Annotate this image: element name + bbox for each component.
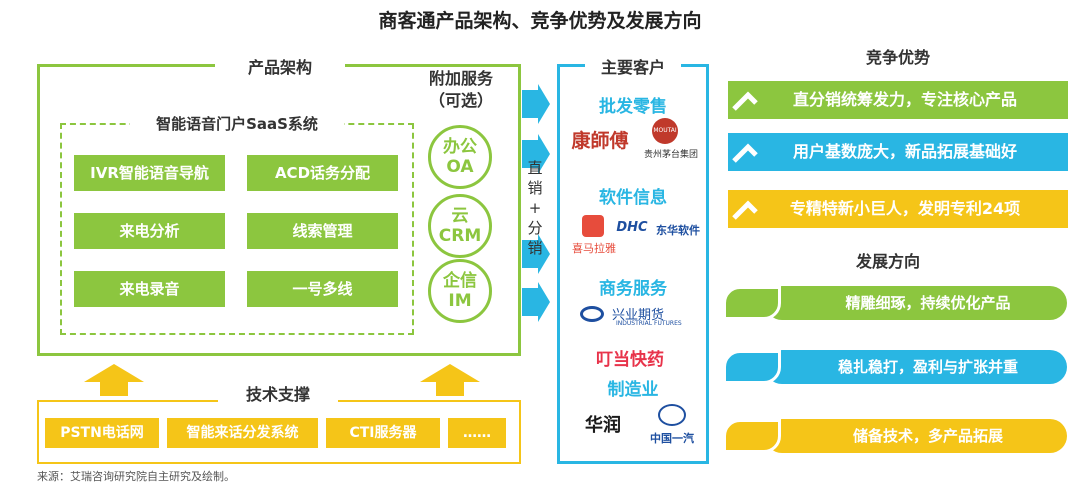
up-arrow-icon <box>84 364 144 396</box>
ximalaya-icon <box>582 215 604 237</box>
customer-category-manufacturing: 制造业 <box>607 380 659 400</box>
tech-more: …… <box>448 418 506 448</box>
customer-category-software: 软件信息 <box>599 188 667 208</box>
leaf-icon <box>723 350 781 384</box>
channel-char: + <box>528 199 542 217</box>
page-title: 商客通产品架构、竞争优势及发展方向 <box>378 10 702 32</box>
addon-oa-line1: 办公 <box>443 137 477 157</box>
logo-moutai-icon: MOUTAI <box>652 118 678 144</box>
logo-dingdang: 叮当快药 <box>596 350 664 370</box>
logo-xingye: 兴业期货 <box>612 308 665 323</box>
logo-xingye-en: INDUSTRIAL FUTURES <box>616 320 682 327</box>
addon-oa: 办公 OA <box>428 125 492 189</box>
advantage-item: 用户基数庞大，新品拓展基础好 <box>728 133 1068 171</box>
channel-char: 直 <box>527 159 543 177</box>
customer-category-business: 商务服务 <box>599 279 667 299</box>
addon-oa-line2: OA <box>446 157 474 177</box>
logo-ximalaya: 喜马拉雅 <box>572 242 616 255</box>
customers-frame <box>557 64 709 464</box>
tech-label: 技术支撑 <box>218 381 338 405</box>
up-arrow-icon <box>420 364 480 396</box>
leaf-icon <box>723 286 781 320</box>
addon-crm-line2: CRM <box>438 226 482 246</box>
addon-im-line2: IM <box>448 291 472 311</box>
module-acd: ACD话务分配 <box>247 155 398 191</box>
source-note: 来源：艾瑞咨询研究院自主研究及绘制。 <box>37 470 235 483</box>
check-arrow-icon <box>732 91 758 111</box>
addon-crm-line1: 云 <box>451 206 469 226</box>
module-one-number-multi-line: 一号多线 <box>247 271 398 307</box>
advantages-label: 竞争优势 <box>828 44 968 68</box>
leaf-icon <box>723 419 781 453</box>
development-item: 稳扎稳打，盈利与扩张并重 <box>765 350 1067 384</box>
logo-moutai: 贵州茅台集团 <box>643 150 698 160</box>
right-arrow-icon <box>522 134 550 174</box>
addon-label-line1: 附加服务 <box>428 69 493 88</box>
addon-label: 附加服务 （可选） <box>414 68 508 112</box>
faw-icon <box>658 404 686 426</box>
addon-im: 企信 IM <box>428 259 492 323</box>
logo-dhc: DHC <box>616 220 648 235</box>
advantage-item: 直分销统筹发力，专注核心产品 <box>728 81 1068 119</box>
xingye-icon <box>580 306 604 322</box>
right-arrow-icon <box>522 234 550 274</box>
right-arrow-icon <box>522 282 550 322</box>
logo-huarun: 华润 <box>585 415 621 436</box>
channel-char: 销 <box>527 179 543 197</box>
development-label: 发展方向 <box>818 248 958 272</box>
development-item: 储备技术，多产品拓展 <box>765 419 1067 453</box>
logo-donghua: 东华软件 <box>656 224 700 237</box>
advantage-item: 专精特新小巨人，发明专利24项 <box>728 190 1068 228</box>
check-arrow-icon <box>732 143 758 163</box>
tech-pstn: PSTN电话网 <box>45 418 159 448</box>
module-ivr: IVR智能语音导航 <box>74 155 225 191</box>
addon-im-line1: 企信 <box>443 271 477 291</box>
saas-label: 智能语音门户SaaS系统 <box>130 113 344 134</box>
right-arrow-icon <box>522 84 550 124</box>
addon-label-line2: （可选） <box>428 91 493 110</box>
addon-crm: 云 CRM <box>428 194 492 258</box>
channel-label: 直 销 + 分 销 <box>522 158 548 258</box>
module-call-recording: 来电录音 <box>74 271 225 307</box>
channel-char: 分 <box>527 219 543 237</box>
customers-label: 主要客户 <box>585 54 681 78</box>
tech-call-distribution: 智能来话分发系统 <box>167 418 318 448</box>
development-item: 精雕细琢，持续优化产品 <box>765 286 1067 320</box>
channel-char: 销 <box>527 239 543 257</box>
logo-kangshifu: 康師傅 <box>571 130 629 152</box>
logo-faw: 中国一汽 <box>650 432 694 445</box>
module-call-analysis: 来电分析 <box>74 213 225 249</box>
tech-cti-server: CTI服务器 <box>326 418 440 448</box>
check-arrow-icon <box>732 200 758 220</box>
architecture-label: 产品架构 <box>215 54 345 78</box>
customer-category-retail: 批发零售 <box>599 97 667 117</box>
module-lead-management: 线索管理 <box>247 213 398 249</box>
